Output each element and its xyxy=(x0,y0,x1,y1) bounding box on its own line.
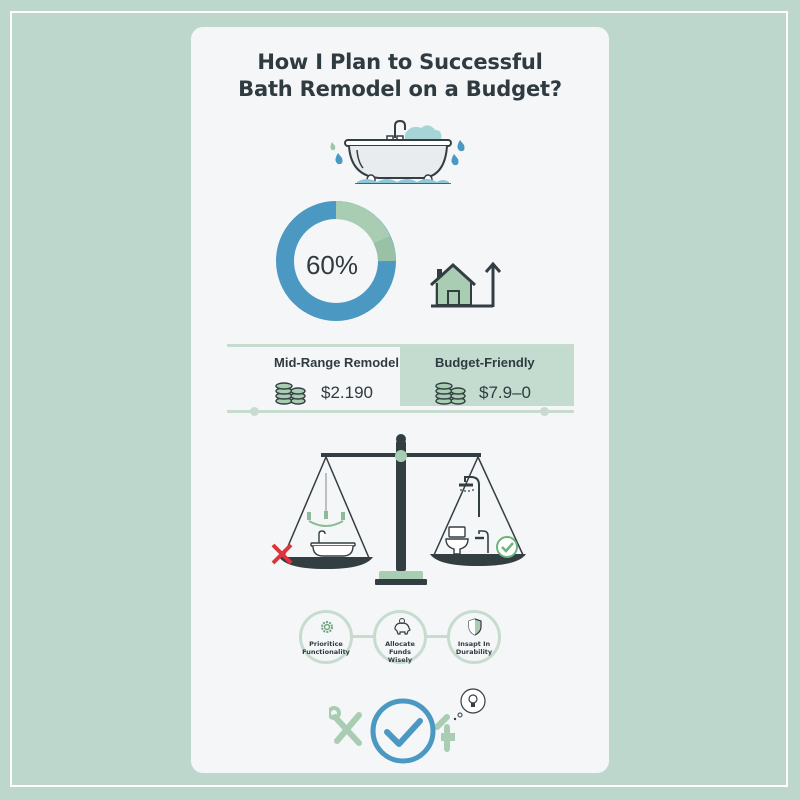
piggy-bank-icon xyxy=(394,618,411,635)
decorative-frame xyxy=(10,11,788,787)
step-label: Allocate Funds Wisely xyxy=(385,640,415,664)
lightbulb-thought-icon xyxy=(453,688,486,721)
chandelier-icon xyxy=(307,473,345,527)
coins-icon xyxy=(435,382,466,405)
comparison-slider xyxy=(227,407,574,416)
budget-donut-chart xyxy=(276,201,396,321)
completion-graphic xyxy=(329,698,455,764)
comparison-divider xyxy=(227,344,574,347)
tools-icon xyxy=(332,712,362,746)
shower-head-icon xyxy=(459,476,480,517)
toilet-icon xyxy=(445,526,469,555)
step-connector xyxy=(352,635,374,638)
shield-icon xyxy=(468,618,482,636)
balance-scale-icon xyxy=(271,434,526,585)
cost-comparison: Mid-Range Remodel $2.190 Budget-Friendly… xyxy=(227,344,574,406)
gear-icon xyxy=(321,621,333,633)
title-line-2: Bath Remodel on a Budget? xyxy=(238,77,562,101)
step-label: Insapt In Durability xyxy=(455,640,493,656)
option-price-mid-range: $2.190 xyxy=(321,383,373,402)
step-prioritize-functionality: Prioritice Functionality xyxy=(299,610,353,664)
infographic-card: How I Plan to Successful Bath Remodel on… xyxy=(191,27,609,773)
step-allocate-funds: Allocate Funds Wisely xyxy=(373,610,427,664)
slider-dot-left xyxy=(250,407,259,416)
clawfoot-bathtub-icon xyxy=(310,530,356,557)
option-price-budget: $7.9–0 xyxy=(479,383,531,402)
house-growth-icon xyxy=(429,261,502,308)
option-title-budget: Budget-Friendly xyxy=(435,355,535,370)
budget-option-highlight xyxy=(400,347,574,406)
page-title: How I Plan to Successful Bath Remodel on… xyxy=(191,49,609,103)
slider-dot-right xyxy=(540,407,549,416)
donut-percent-label: 60% xyxy=(305,250,359,280)
coins-icon xyxy=(275,382,306,405)
step-invest-durability: Insapt In Durability xyxy=(447,610,501,664)
bathtub-icon xyxy=(330,119,465,184)
title-line-1: How I Plan to Successful xyxy=(257,50,543,74)
step-connector xyxy=(426,635,448,638)
step-label: Prioritice Functionality xyxy=(302,640,350,656)
option-title-mid-range: Mid-Range Remodel xyxy=(274,355,399,370)
